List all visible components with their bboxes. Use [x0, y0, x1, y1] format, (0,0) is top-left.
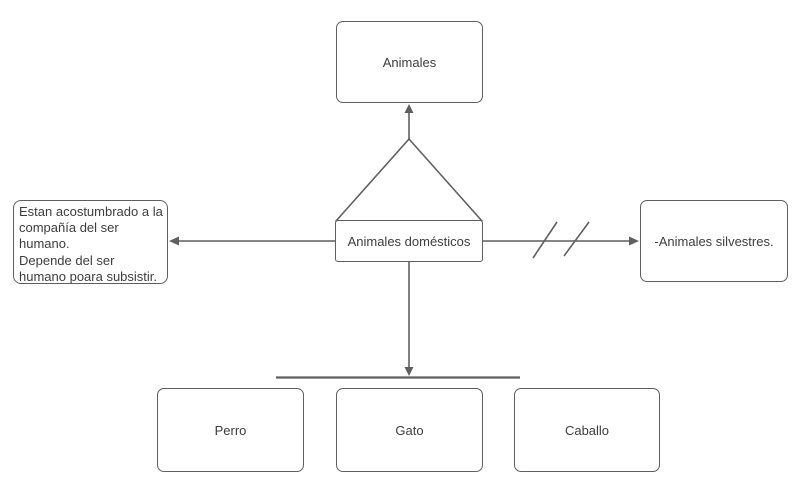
node-animales[interactable]: Animales — [336, 21, 483, 103]
negation-slashes — [532, 221, 590, 259]
triangle-shape — [335, 138, 483, 222]
arrow-up-connector — [404, 104, 414, 139]
note-line: humano poara subsistir. — [19, 268, 158, 284]
node-animales-silvestres[interactable]: -Animales silvestres. — [640, 200, 788, 282]
note-line: Estan acostumbrado a la — [19, 204, 163, 219]
node-perro-label: Perro — [214, 422, 247, 438]
node-animales-label: Animales — [382, 54, 437, 70]
node-caracteristicas-note[interactable]: Estan acostumbrado a la compañía del ser… — [13, 200, 168, 284]
note-line: Depende del ser — [19, 252, 115, 268]
node-animales-silvestres-label: -Animales silvestres. — [654, 233, 774, 249]
node-caballo-label: Caballo — [564, 422, 610, 438]
node-perro[interactable]: Perro — [157, 388, 304, 472]
node-animales-domesticos-label: Animales domésticos — [347, 233, 471, 249]
note-line: humano. — [19, 236, 70, 252]
node-gato[interactable]: Gato — [336, 388, 483, 472]
node-animales-domesticos[interactable]: Animales domésticos — [335, 220, 483, 262]
node-caballo[interactable]: Caballo — [514, 388, 660, 472]
arrow-down-connector — [404, 262, 414, 376]
node-gato-label: Gato — [395, 422, 424, 438]
arrow-right-connector — [483, 236, 639, 246]
arrow-left-connector — [169, 236, 335, 246]
note-line: compañía del ser — [19, 220, 119, 236]
